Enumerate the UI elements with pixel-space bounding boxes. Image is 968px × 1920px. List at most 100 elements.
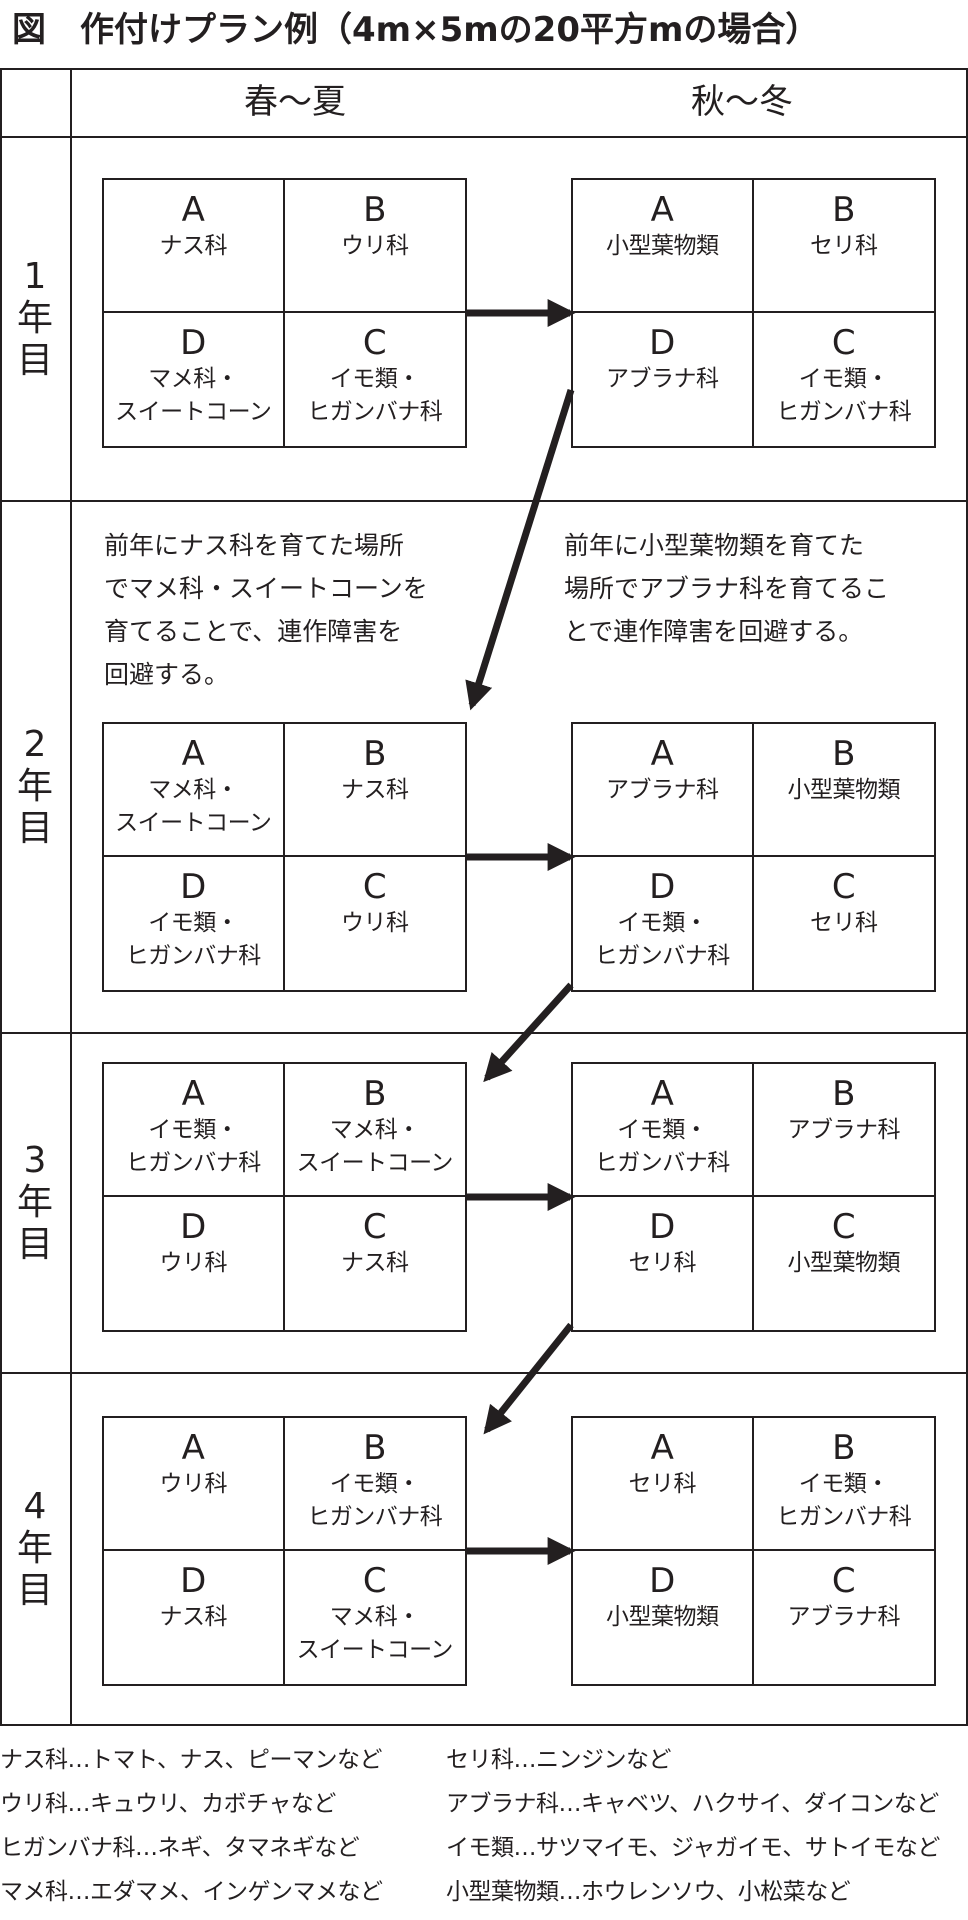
cell-letter: B [832,734,856,774]
year-label-4: 4 年 目 [0,1374,70,1724]
year-char-nen: 年 [16,1182,53,1223]
year-char-nen: 年 [16,298,53,339]
cell-letter: C [362,1561,387,1601]
cell-crop: マメ科・ スイートコーン [115,366,272,425]
plot-cell-a: A 小型葉物類 [573,180,754,313]
cell-letter: A [181,1074,205,1114]
cell-letter: D [649,1207,676,1247]
cell-letter: A [650,190,674,230]
row-divider-1 [0,500,968,502]
plot-cell-d: D アブラナ科 [573,313,754,446]
frame-top [0,68,968,70]
year-number: 1 [23,256,47,297]
header-divider [0,136,968,138]
season-spring-summer: 春〜夏 [244,82,346,122]
plot-cell-c: C ウリ科 [285,857,466,990]
legend-right: セリ科…ニンジンなど アブラナ科…キャベツ、ハクサイ、ダイコンなど イモ類…サツ… [446,1744,940,1920]
cell-letter: C [831,323,856,363]
cell-crop: アブラナ科 [606,366,719,392]
legend-item: 小型葉物類…ホウレンソウ、小松菜など [446,1879,851,1905]
cell-crop: イモ類・ ヒガンバナ科 [776,1471,912,1530]
cell-crop: セリ科 [810,910,878,936]
frame-bottom [0,1724,968,1726]
cell-letter: B [363,1428,387,1468]
year-label-3: 3 年 目 [0,1034,70,1372]
cell-letter: B [363,1074,387,1114]
cell-crop: 小型葉物類 [787,1250,901,1276]
cell-letter: D [180,867,207,907]
cell-crop: イモ類・ ヒガンバナ科 [594,910,731,969]
cell-crop: ウリ科 [341,910,409,936]
figure-title: 図 作付けプラン例（4m×5mの20平方mの場合） [12,10,820,50]
plot-cell-b: B アブラナ科 [753,1064,934,1197]
cell-letter: B [363,190,387,230]
plot-cell-b: B セリ科 [753,180,934,313]
year-char-me: 目 [16,1224,53,1265]
cell-letter: A [650,1074,674,1114]
legend-left: ナス科…トマト、ナス、ピーマンなど ウリ科…キュウリ、カボチャなど ヒガンバナ科… [0,1744,383,1920]
legend-item: マメ科…エダマメ、インゲンマメなど [0,1879,383,1905]
column-divider [70,68,72,1726]
cell-crop: イモ類・ ヒガンバナ科 [125,1117,262,1176]
cell-crop: ウリ科 [159,1471,228,1497]
cell-letter: D [649,867,676,907]
cell-letter: B [832,190,856,230]
legend-item: アブラナ科…キャベツ、ハクサイ、ダイコンなど [446,1791,939,1817]
cell-letter: D [180,1561,207,1601]
cell-letter: B [363,734,387,774]
season-autumn-winter: 秋〜冬 [691,82,793,122]
cell-crop: イモ類・ ヒガンバナ科 [125,910,262,969]
cell-letter: C [362,867,387,907]
cell-crop: アブラナ科 [787,1604,901,1630]
cell-crop: ウリ科 [341,233,409,259]
cell-crop: ナス科 [159,233,228,259]
cell-crop: イモ類・ ヒガンバナ科 [776,366,912,425]
legend-item: セリ科…ニンジンなど [446,1747,671,1773]
arrow-year3-to-year4 [483,1322,574,1435]
frame-left [0,68,2,1726]
cell-crop: マメ科・ スイートコーン [115,777,272,836]
cell-letter: B [832,1074,856,1114]
note-spring-summer: 前年にナス科を育てた場所 でマメ科・スイートコーンを 育てることで、連作障害を … [104,531,428,689]
cell-letter: D [649,323,676,363]
cell-crop: 小型葉物類 [606,233,719,259]
cell-letter: D [180,1207,207,1247]
cell-crop: セリ科 [810,233,878,259]
cell-letter: A [181,1428,205,1468]
legend-item: ヒガンバナ科…ネギ、タマネギなど [0,1835,360,1861]
year-char-nen: 年 [16,1528,53,1569]
year-char-me: 目 [16,1570,53,1611]
cell-crop: マメ科・ スイートコーン [296,1117,454,1176]
legend-item: ナス科…トマト、ナス、ピーマンなど [0,1747,383,1773]
cell-crop: アブラナ科 [787,1117,901,1143]
frame-right [966,68,968,1726]
cell-crop: イモ類・ ヒガンバナ科 [307,1471,443,1530]
cell-letter: A [650,734,674,774]
year-number: 2 [23,724,47,765]
cell-letter: C [362,1207,387,1247]
